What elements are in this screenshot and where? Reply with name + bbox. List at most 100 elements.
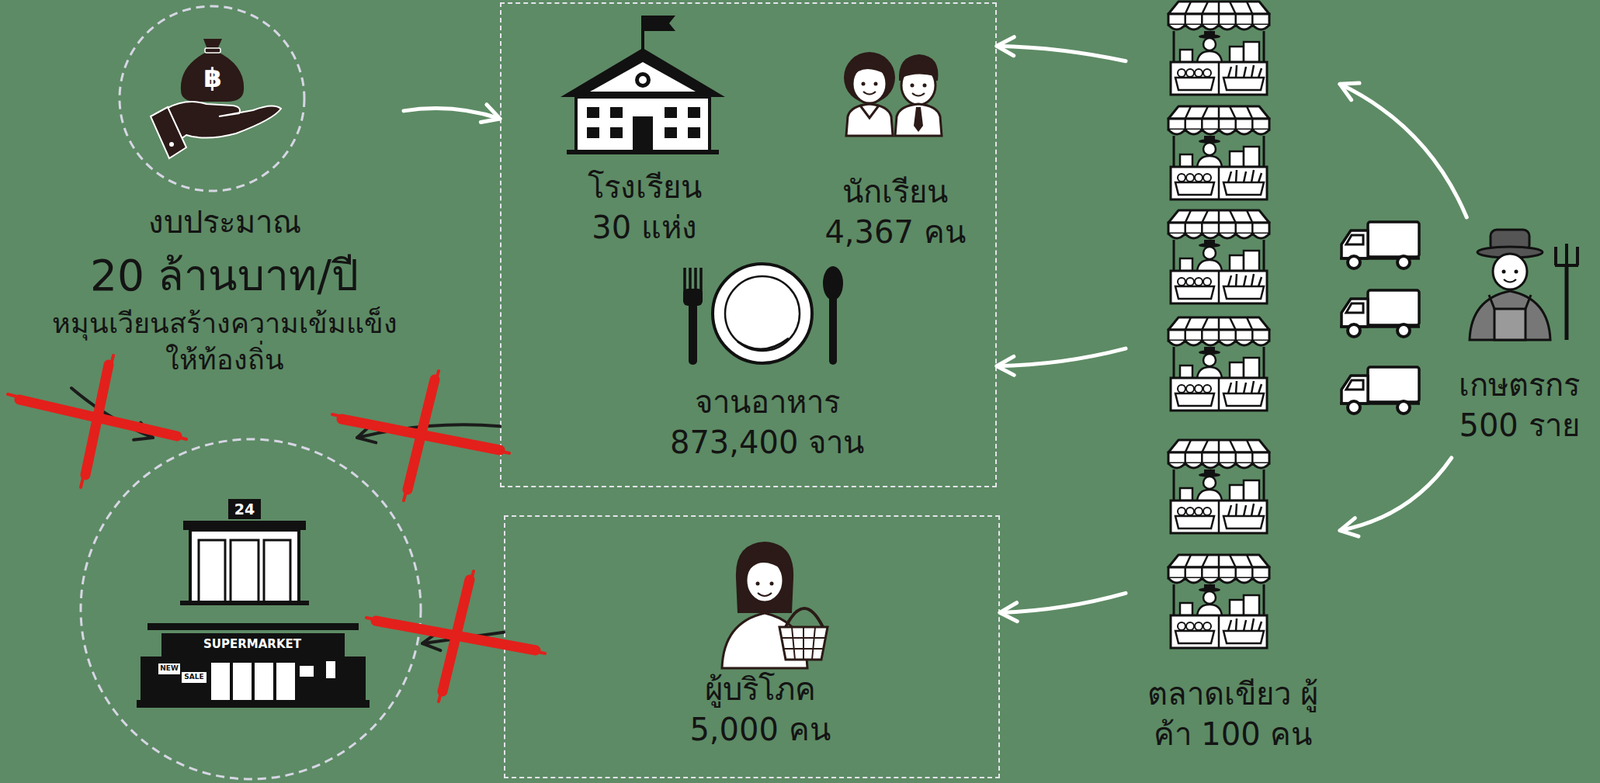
red-cross — [366, 617, 545, 654]
market-stalls — [1168, 1, 1270, 649]
students-icon — [852, 60, 887, 78]
store-icons — [228, 499, 261, 520]
node-text: นักเรียน 4,367 คน — [822, 171, 968, 253]
consumer-icon — [770, 582, 774, 587]
farmer-icon — [1488, 295, 1531, 309]
students-icon — [861, 82, 866, 87]
money-hand-icon — [150, 107, 187, 159]
node-text: งบประมาณ — [148, 201, 302, 243]
school-icon — [632, 116, 653, 152]
students-icon — [860, 105, 879, 119]
farmer-icon — [1514, 270, 1519, 275]
node-text: SALE — [183, 673, 204, 683]
market-stalls — [1168, 555, 1270, 649]
store-icons — [136, 700, 370, 709]
node-text: เกษตรกร 500 ราย — [1457, 364, 1582, 446]
consumer-icon — [779, 627, 828, 660]
red-cross — [7, 355, 187, 488]
consumer-icon — [780, 627, 827, 660]
store-icons — [211, 662, 230, 701]
red-cross — [438, 571, 474, 702]
flow-arrow — [71, 388, 153, 438]
consumer-icon — [756, 582, 761, 587]
trucks — [1339, 222, 1420, 414]
flow-arrow — [403, 108, 500, 119]
school-icon — [635, 72, 651, 88]
market-stalls — [1168, 317, 1270, 411]
store-icons — [147, 623, 359, 631]
market-stalls — [1168, 1, 1270, 95]
flow-arrow — [1339, 83, 1467, 218]
store-icons — [181, 672, 207, 684]
red-cross — [407, 379, 435, 490]
consumer-icon — [746, 549, 785, 577]
students-icon — [923, 83, 927, 88]
farmer-icon — [1554, 243, 1579, 266]
plate-icon — [688, 302, 698, 365]
red-cross — [80, 355, 114, 488]
market-stalls — [1168, 210, 1270, 304]
plate-icon — [737, 338, 789, 350]
node-text: NEW — [159, 664, 179, 674]
school-icon — [638, 76, 647, 84]
store-icons — [198, 540, 226, 603]
node-text: SUPERMARKET — [203, 637, 302, 653]
students-icon — [902, 60, 935, 78]
node-text: 24 — [234, 499, 255, 520]
school-icon — [610, 107, 623, 119]
market-group: ตลาดเขียว ผู้ค้า 100 คน — [1125, 0, 1340, 765]
farmer-icon — [1502, 270, 1507, 275]
store-icons — [161, 633, 345, 657]
circle-outline — [79, 437, 423, 781]
red-cross — [403, 371, 439, 501]
node-text: 20 ล้านบาท/ปี — [90, 248, 359, 305]
red-cross — [332, 371, 510, 501]
flow-arrow — [996, 348, 1126, 367]
school-icon — [586, 107, 600, 119]
consumer-icon — [757, 593, 772, 597]
plate-icon — [725, 276, 800, 351]
consumer-icon — [721, 541, 828, 669]
plate-icon — [712, 263, 813, 364]
school-icon — [664, 107, 677, 119]
consumer-icon — [735, 541, 794, 614]
flow-arrow — [422, 632, 504, 644]
students-icon — [910, 83, 915, 88]
node-text: ผู้บริโภค 5,000 คน — [687, 669, 833, 750]
flow-arrow — [357, 424, 500, 438]
school-icon — [560, 48, 726, 98]
farmer-icon — [1469, 229, 1579, 341]
school-box: โรงเรียน 30 แห่ง นักเรียน 4,367 คนจานอาหา… — [499, 2, 997, 488]
market-stalls — [1168, 440, 1270, 534]
students-icon — [843, 52, 942, 136]
school-icon — [664, 127, 677, 139]
money-hand-icon — [166, 101, 282, 143]
store-icons — [232, 662, 252, 701]
plate-icon — [683, 263, 844, 365]
farmer-icon — [1492, 253, 1528, 290]
red-cross — [85, 364, 109, 476]
money-hand-icon — [180, 38, 244, 102]
school-icon — [576, 97, 710, 152]
students-icon — [863, 91, 876, 95]
students-icon — [913, 107, 924, 132]
store-icons — [326, 661, 336, 679]
red-cross — [442, 579, 470, 692]
store-icons — [180, 600, 309, 606]
node-text: โรงเรียน 30 แห่ง — [586, 166, 704, 248]
school-icon — [610, 127, 623, 139]
currency-symbol: ฿ — [203, 60, 223, 95]
flow-arrow — [1339, 458, 1452, 532]
store-icons — [230, 540, 259, 603]
node-text: จานอาหาร 873,400 จาน — [668, 381, 867, 463]
farmer-icon — [1469, 291, 1551, 341]
farmer-icon — [1565, 265, 1569, 341]
red-cross — [375, 621, 536, 651]
money-hand-icon — [169, 142, 174, 147]
red-cross — [19, 399, 178, 437]
students-icon — [912, 93, 925, 97]
red-cross — [7, 394, 187, 440]
students-icon — [874, 82, 879, 87]
school-icon — [590, 62, 696, 92]
